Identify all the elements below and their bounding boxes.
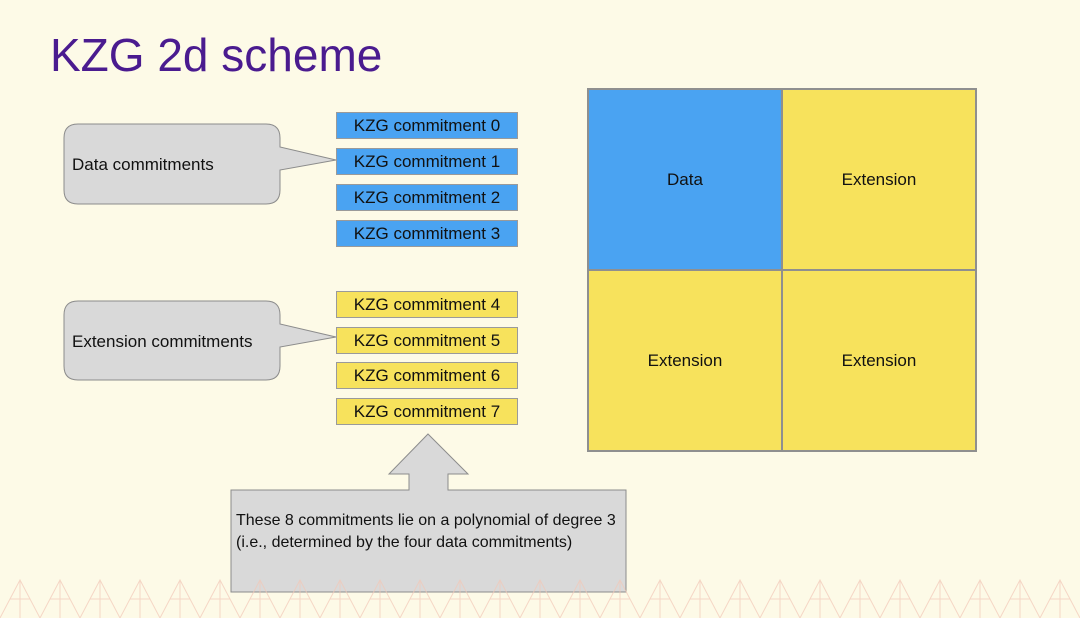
kzg-commitment-1: KZG commitment 1 (336, 148, 518, 175)
kzg-commitment-7: KZG commitment 7 (336, 398, 518, 425)
pattern-stroke (319, 578, 361, 618)
pattern-stroke (879, 578, 921, 618)
pattern-stroke (239, 578, 281, 618)
kzg-commitment-0: KZG commitment 0 (336, 112, 518, 139)
pattern-stroke (919, 578, 961, 618)
pattern-stroke (39, 578, 81, 618)
data-callout-bubble (63, 123, 337, 205)
kzg-commitment-4: KZG commitment 4 (336, 291, 518, 318)
pattern-stroke (839, 578, 881, 618)
pattern-stroke (639, 578, 681, 618)
pattern-stroke (199, 578, 241, 618)
grid-cell-extension-bottom-right: Extension (782, 270, 976, 451)
pattern-stroke (399, 578, 441, 618)
data-commitments-label: Data commitments (72, 155, 214, 174)
pattern-stroke (959, 578, 1001, 618)
pattern-stroke (1039, 578, 1080, 618)
grid-cell-extension-top-right: Extension (782, 89, 976, 270)
kzg-commitment-3: KZG commitment 3 (336, 220, 518, 247)
pattern-stroke (79, 578, 121, 618)
pattern-stroke (159, 578, 201, 618)
decorative-pattern (0, 578, 1080, 618)
note-arrow-box (230, 433, 627, 593)
extension-commitments-label: Extension commitments (72, 332, 253, 351)
pattern-stroke (599, 578, 641, 618)
pattern-stroke (999, 578, 1041, 618)
pattern-stroke (559, 578, 601, 618)
pattern-stroke (719, 578, 761, 618)
pattern-stroke (279, 578, 321, 618)
pattern-stroke (479, 578, 521, 618)
kzg-commitment-2: KZG commitment 2 (336, 184, 518, 211)
note-text: These 8 commitments lie on a polynomial … (236, 512, 616, 551)
pattern-stroke (119, 578, 161, 618)
grid-cell-data: Data (588, 89, 782, 270)
grid-cell-extension-bottom-left: Extension (588, 270, 782, 451)
data-extension-grid: Data Extension Extension Extension (587, 88, 977, 452)
pattern-stroke (759, 578, 801, 618)
pattern-stroke (519, 578, 561, 618)
extension-callout-bubble (63, 300, 337, 381)
pattern-stroke (799, 578, 841, 618)
pattern-stroke (0, 578, 41, 618)
pattern-stroke (679, 578, 721, 618)
pattern-stroke (359, 578, 401, 618)
slide-title: KZG 2d scheme (50, 29, 383, 81)
kzg-commitment-5: KZG commitment 5 (336, 327, 518, 354)
kzg-commitment-6: KZG commitment 6 (336, 362, 518, 389)
pattern-stroke (439, 578, 481, 618)
